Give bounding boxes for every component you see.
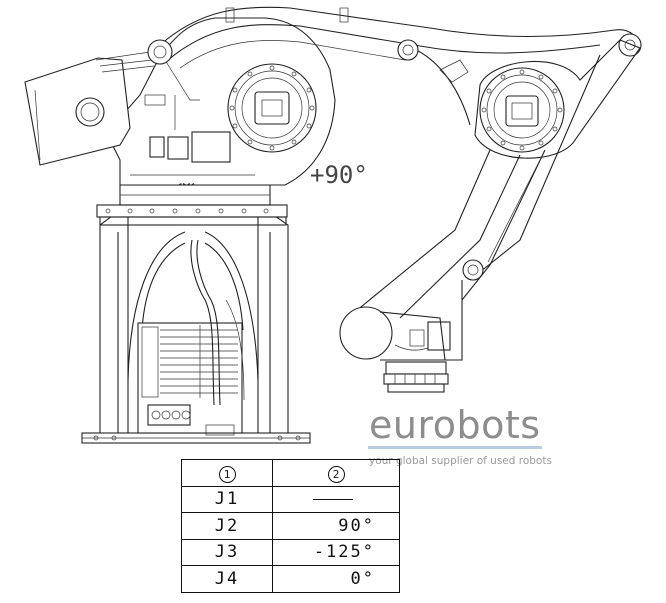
robot-base <box>81 184 311 444</box>
watermark-rule <box>368 446 542 449</box>
joint-2-flange <box>227 63 317 153</box>
table-header-row: 1 2 <box>181 459 400 487</box>
table-row: J1 <box>181 485 400 513</box>
joint-3-flange <box>474 39 641 159</box>
joint-value-blank <box>272 485 400 513</box>
eurobots-watermark: eurobots your global supplier of used ro… <box>368 403 552 467</box>
joint-angle-table: 1 2 J1 J2 90° J3 -125° J4 0° <box>181 459 400 593</box>
table-row: J2 90° <box>181 512 400 540</box>
joint-value: 0° <box>272 565 400 593</box>
joint-name: J2 <box>181 512 273 540</box>
column-header-2: 2 <box>272 459 400 487</box>
joint-value: -125° <box>272 538 400 566</box>
wrist <box>339 306 451 393</box>
joint-value: 90° <box>272 512 400 540</box>
forearm <box>344 54 601 361</box>
upper-arm <box>147 6 642 126</box>
watermark-brand: eurobots <box>369 403 541 447</box>
angle-label: +90° <box>310 161 368 189</box>
watermark-tagline: your global supplier of used robots <box>369 455 552 467</box>
joint-name: J4 <box>181 565 273 593</box>
dash-mark <box>313 498 353 500</box>
svg-text:◂▸◂◂: ◂▸◂◂ <box>178 180 195 188</box>
table-row: J4 0° <box>181 565 400 593</box>
joint-name: J1 <box>181 485 273 513</box>
table-row: J3 -125° <box>181 538 400 566</box>
joint-name: J3 <box>181 538 273 566</box>
column-header-1: 1 <box>181 459 273 487</box>
